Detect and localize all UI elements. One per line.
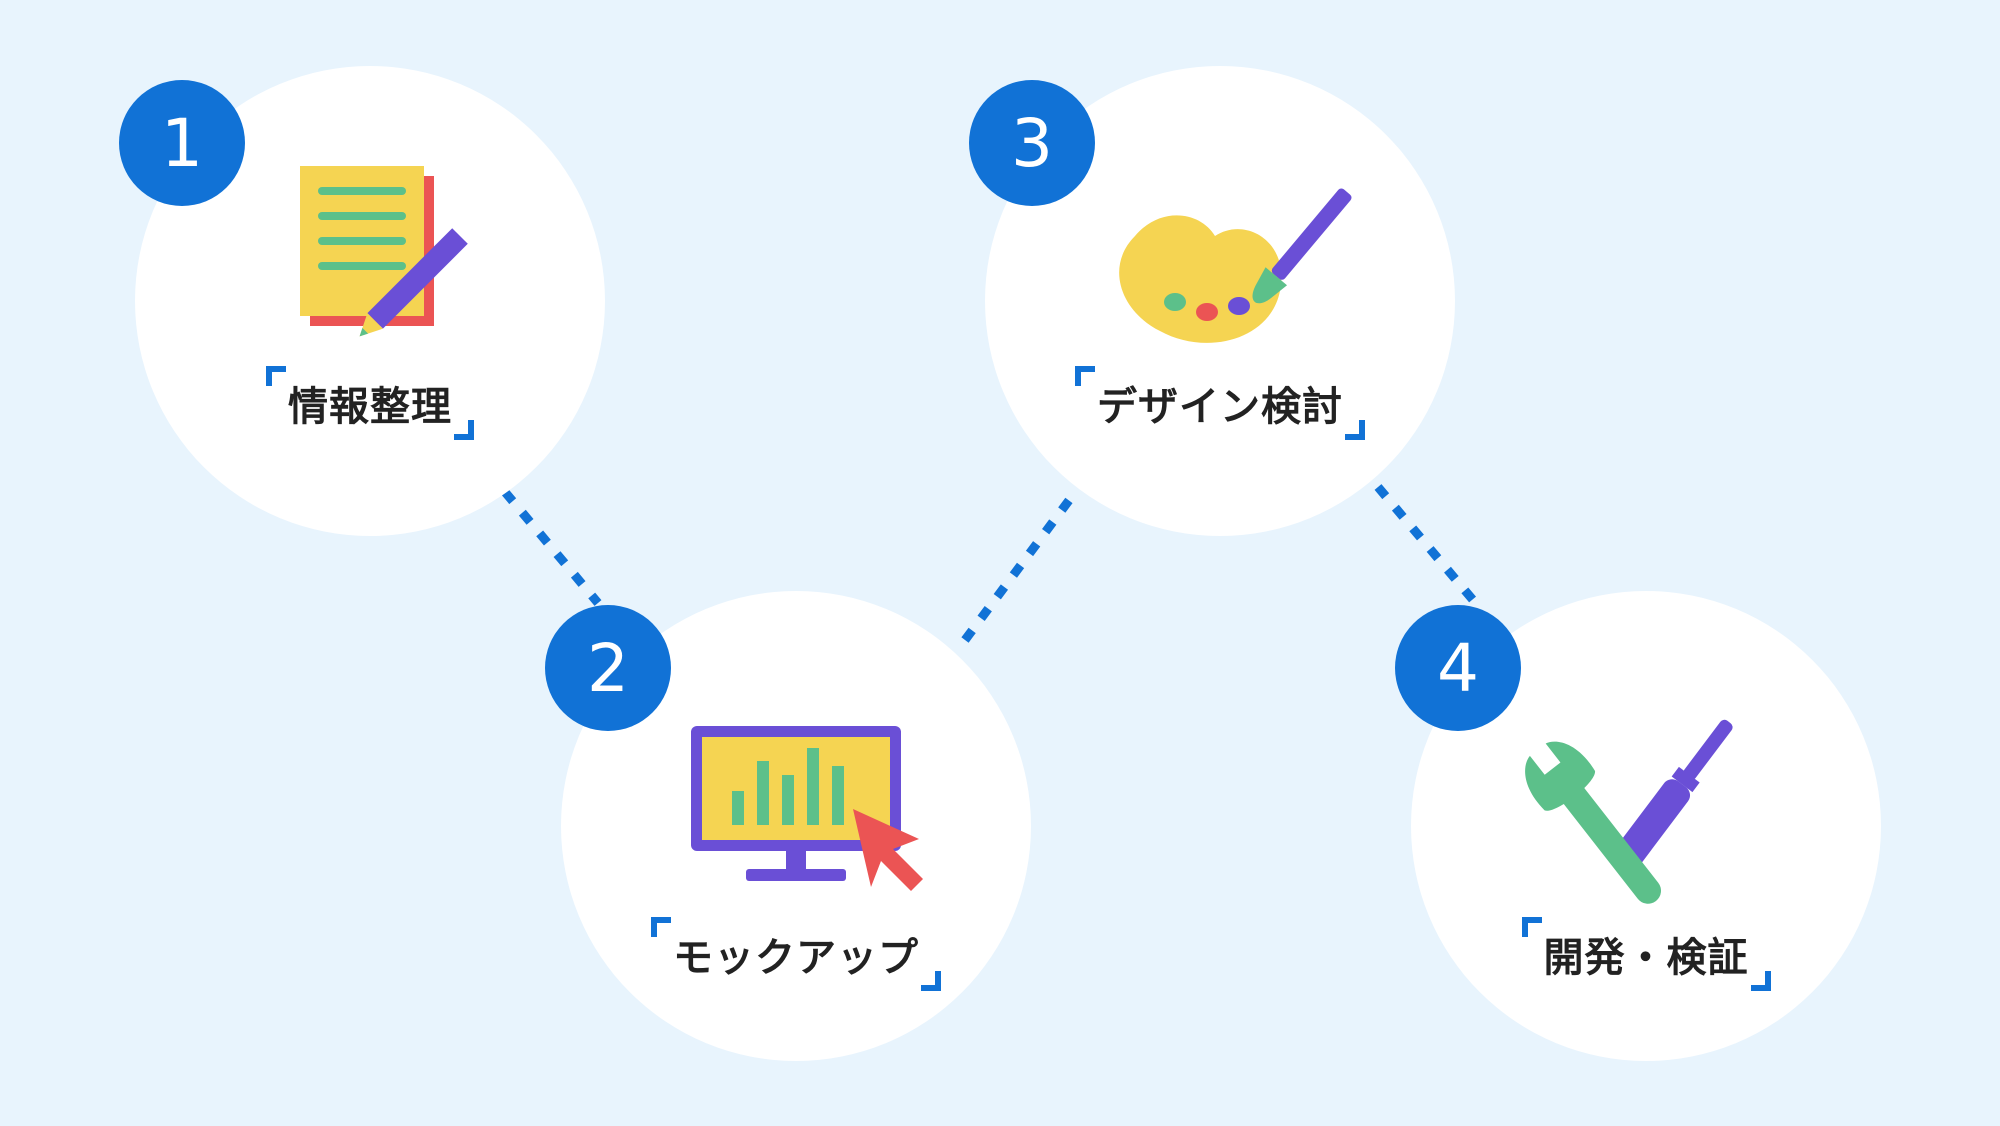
- step-number-badge: 2: [545, 605, 671, 731]
- step-number-badge: 1: [119, 80, 245, 206]
- step-3-circle: 3 デザイン検討: [969, 66, 1455, 536]
- bracket-corner: [266, 366, 286, 386]
- step-2-circle: 2 モックアップ: [545, 591, 1031, 1061]
- step-label: デザイン検討: [1075, 366, 1365, 440]
- bracket-corner: [1750, 971, 1771, 991]
- step-number-badge: 4: [1395, 605, 1521, 731]
- wrench-screwdriver-icon: [1525, 719, 1733, 904]
- step-label: 開発・検証: [1521, 917, 1771, 991]
- bracket-corner: [454, 420, 474, 440]
- step-4-circle: 4 開発・検証: [1395, 591, 1881, 1061]
- step-number-badge: 3: [969, 80, 1095, 206]
- step-1-circle: 1 情報整理: [119, 66, 605, 536]
- step-label-text: デザイン検討: [1097, 384, 1343, 430]
- step-label-text: 開発・検証: [1543, 935, 1749, 981]
- bracket-corner: [1521, 917, 1542, 937]
- bracket-corner: [651, 917, 671, 937]
- connector-2-3: [961, 492, 1077, 643]
- step-label-text: モックアップ: [673, 935, 919, 981]
- bracket-corner: [1075, 366, 1095, 386]
- bracket-corner: [921, 971, 941, 991]
- monitor-chart-icon: [691, 726, 923, 891]
- step-label: 情報整理: [266, 366, 474, 440]
- step-label-text: 情報整理: [288, 384, 452, 430]
- step-label: モックアップ: [651, 917, 941, 991]
- document-pencil-icon: [300, 166, 468, 337]
- palette-brush-icon: [1119, 188, 1352, 343]
- bracket-corner: [1345, 420, 1365, 440]
